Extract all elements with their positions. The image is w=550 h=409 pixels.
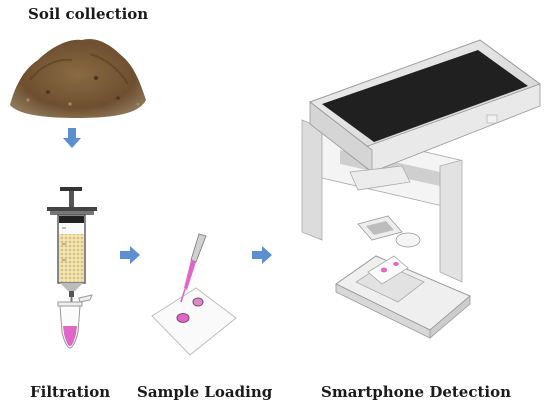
arrow-right-icon	[252, 246, 272, 264]
arrow-right-icon	[120, 246, 140, 264]
microtube-icon	[57, 294, 93, 349]
syringe-icon	[47, 187, 97, 303]
sample-loading-label: Sample Loading	[137, 383, 273, 401]
smartphone-detection-label: Smartphone Detection	[321, 383, 512, 401]
filtration-label: Filtration	[30, 383, 111, 401]
soil-pile-icon	[10, 38, 146, 118]
pipette-icon	[180, 233, 207, 303]
smartphone-device-icon	[301, 39, 542, 339]
soil-collection-label: Soil collection	[28, 5, 149, 23]
arrow-down-icon	[63, 128, 81, 148]
paper-chip-icon	[151, 287, 237, 356]
